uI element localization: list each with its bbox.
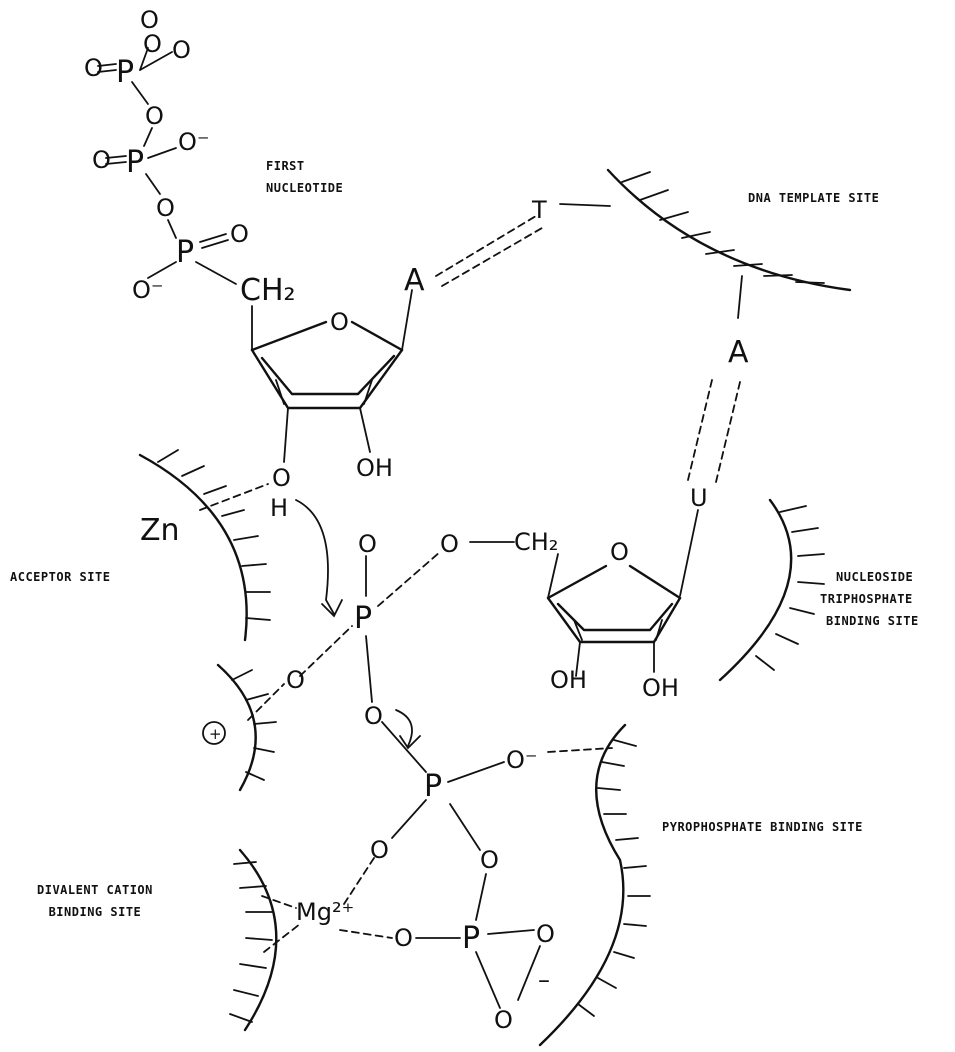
atom-p-beta: P [126, 145, 144, 180]
base-adenine-first: A [404, 263, 425, 298]
atom-o-anion-alpha: O⁻ [132, 276, 164, 304]
base-uracil: U [690, 484, 708, 512]
incoming-ntp-ribose: CH₂ O OH OH [470, 528, 680, 702]
atom-o-double-alpha: O [230, 220, 249, 248]
atom-oh-first: OH [356, 454, 393, 482]
atom-o-anion-beta: O⁻ [178, 128, 210, 156]
atom-o-left-gamma: O [84, 54, 103, 82]
atom-o-bridge-2: O [156, 194, 175, 222]
atom-o-5prime: O [440, 530, 459, 558]
atom-p-alpha: P [176, 235, 194, 270]
positive-site-surface [218, 665, 276, 790]
acceptor-hydroxyl: O H Zn [140, 464, 342, 616]
atom-o-ring-first: O [330, 308, 349, 336]
atom-oh-incoming-3prime: OH [642, 674, 679, 702]
base-pair-a-t: T [436, 196, 610, 286]
positive-charge: + [209, 725, 222, 743]
atom-o-left-beta: O [92, 146, 111, 174]
atom-o-alpha-beta-bridge: O [364, 702, 383, 730]
first-nucleotide-ribose: CH₂ O OH A [240, 263, 425, 482]
atom-p-alpha-incoming: P [354, 601, 372, 636]
ntp-binding-surface [720, 500, 824, 680]
atom-o-gamma-to-mg: O [394, 924, 413, 952]
atom-o-alpha-top: O [358, 530, 377, 558]
incoming-ntp-phosphates: O O P O + O P O⁻ O O P O [203, 530, 612, 1034]
base-pair-a-u: A U [680, 276, 749, 596]
atom-o-beta-gamma-bridge: O [480, 846, 499, 874]
atom-o-alpha-side: O [286, 666, 305, 694]
pyrophosphate-surface [540, 725, 650, 1045]
atom-p-gamma-incoming: P [462, 921, 480, 956]
atom-zinc: Zn [140, 513, 180, 548]
atom-h-3prime: H [270, 494, 288, 522]
dna-template-surface [608, 170, 850, 290]
atom-o-ring-incoming: O [610, 538, 629, 566]
atom-o-gamma-bottom: O [494, 1006, 513, 1034]
atom-o-right-top: O [172, 36, 191, 64]
atom-oh-incoming-2prime: OH [550, 666, 587, 694]
base-adenine-template: A [728, 335, 749, 370]
magnesium-coordination: Mg²⁺ [262, 858, 392, 952]
atom-o-bridge-1: O [145, 102, 164, 130]
atom-p-gamma: P [116, 55, 134, 90]
atom-ch2-incoming: CH₂ [514, 528, 558, 556]
base-thymine: T [531, 196, 547, 224]
atom-o-3prime: O [272, 464, 291, 492]
first-nucleotide-triphosphate: O O O P O O P O O⁻ O P O O⁻ [84, 6, 249, 304]
atom-o-gamma-right: O [536, 920, 555, 948]
atom-o-anion-beta-incoming: O⁻ [506, 746, 538, 774]
gamma-negative-charge: – [538, 966, 550, 994]
atom-p-beta-incoming: P [424, 769, 442, 804]
atom-ch2-first: CH₂ [240, 273, 296, 308]
cation-site-surface [230, 850, 276, 1030]
